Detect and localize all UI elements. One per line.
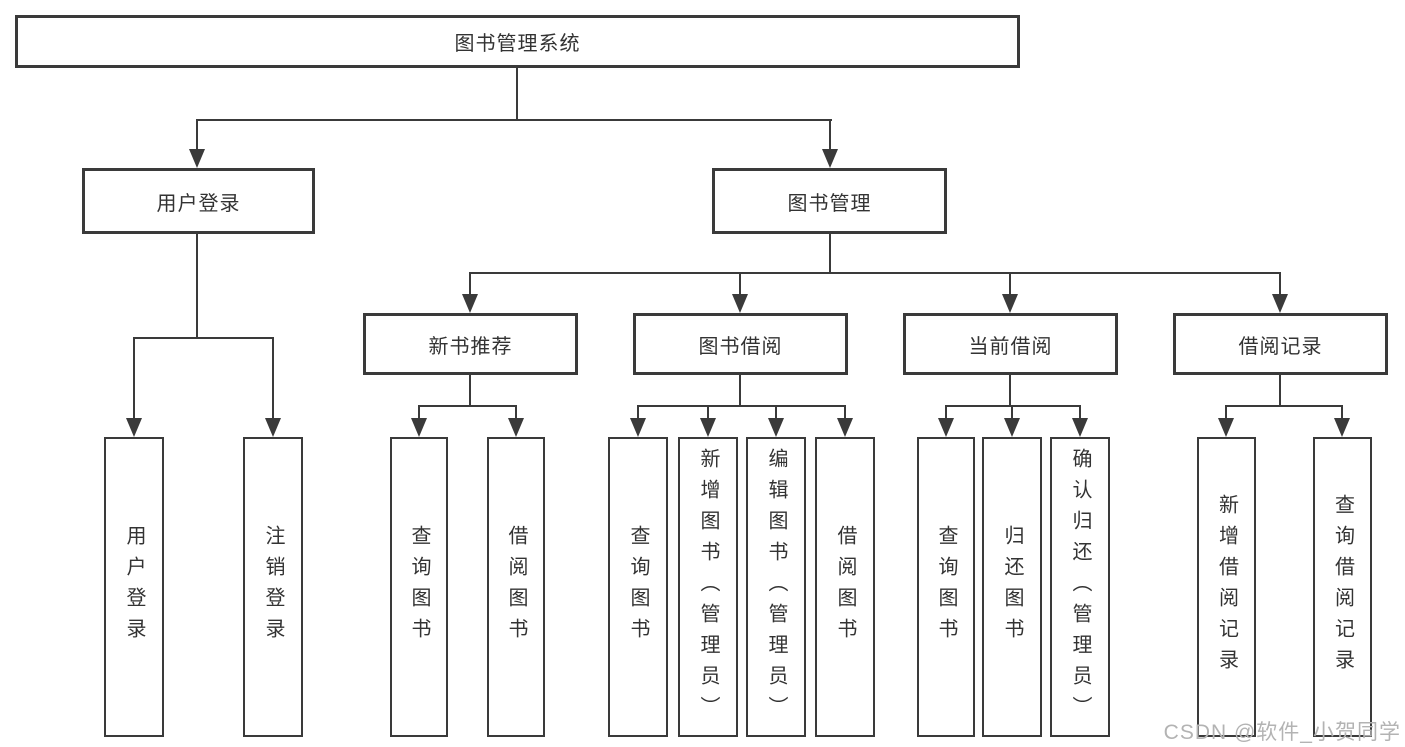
- connector-line: [775, 405, 777, 421]
- connector-arrow: [1072, 418, 1088, 437]
- connector-line: [1009, 375, 1011, 406]
- leaf-label: 注销登录: [262, 525, 284, 649]
- connector-line: [515, 405, 517, 421]
- connector-line: [1279, 375, 1281, 406]
- leaf-query-books-borrowing: 查询图书: [608, 437, 668, 737]
- connector-arrow: [508, 418, 524, 437]
- connector-arrow: [189, 149, 205, 168]
- leaf-label: 编辑图书（管理员）: [765, 447, 787, 727]
- leaf-user-login: 用户登录: [104, 437, 164, 737]
- connector-line: [418, 405, 420, 421]
- connector-line: [469, 272, 471, 297]
- connector-line: [1079, 405, 1081, 421]
- leaf-query-books-current: 查询图书: [917, 437, 975, 737]
- connector-line: [829, 234, 831, 274]
- leaf-label: 确认归还（管理员）: [1069, 447, 1091, 727]
- leaf-label: 归还图书: [1001, 525, 1023, 649]
- connector-line: [272, 337, 274, 421]
- connector-line: [945, 405, 947, 421]
- node-book-borrowing: 图书借阅: [633, 313, 848, 375]
- leaf-query-borrow-record: 查询借阅记录: [1313, 437, 1372, 737]
- connector-line: [945, 405, 1081, 407]
- connector-line: [196, 119, 832, 121]
- connector-line: [418, 405, 517, 407]
- connector-arrow: [462, 294, 478, 313]
- connector-line: [739, 375, 741, 406]
- leaf-borrow-books-recommend: 借阅图书: [487, 437, 545, 737]
- leaf-label: 借阅图书: [834, 525, 856, 649]
- leaf-label: 新增借阅记录: [1215, 494, 1238, 680]
- connector-arrow: [1002, 294, 1018, 313]
- leaf-label: 查询图书: [627, 525, 649, 649]
- connector-line: [637, 405, 846, 407]
- connector-line: [707, 405, 709, 421]
- connector-arrow: [837, 418, 853, 437]
- connector-line: [1279, 272, 1281, 297]
- connector-line: [133, 337, 274, 339]
- connector-arrow: [126, 418, 142, 437]
- leaf-confirm-return-admin: 确认归还（管理员）: [1050, 437, 1110, 737]
- connector-arrow: [768, 418, 784, 437]
- leaf-label: 借阅图书: [505, 525, 527, 649]
- leaf-label: 查询图书: [935, 525, 957, 649]
- connector-line: [516, 68, 518, 121]
- node-book-management: 图书管理: [712, 168, 947, 234]
- leaf-label: 新增图书（管理员）: [697, 447, 719, 727]
- connector-arrow: [700, 418, 716, 437]
- node-new-book-recommend: 新书推荐: [363, 313, 578, 375]
- leaf-label: 查询借阅记录: [1331, 494, 1354, 680]
- node-current-borrowing: 当前借阅: [903, 313, 1118, 375]
- connector-line: [1011, 405, 1013, 421]
- leaf-label: 查询图书: [408, 525, 430, 649]
- leaf-borrow-books-borrowing: 借阅图书: [815, 437, 875, 737]
- leaf-add-books-admin: 新增图书（管理员）: [678, 437, 738, 737]
- connector-line: [637, 405, 639, 421]
- leaf-edit-books-admin: 编辑图书（管理员）: [746, 437, 806, 737]
- connector-line: [469, 272, 1281, 274]
- connector-arrow: [732, 294, 748, 313]
- leaf-label: 用户登录: [123, 525, 145, 649]
- connector-arrow: [938, 418, 954, 437]
- connector-line: [844, 405, 846, 421]
- leaf-query-books-recommend: 查询图书: [390, 437, 448, 737]
- watermark: CSDN @软件_小贺同学: [1163, 721, 1401, 744]
- connector-line: [1341, 405, 1343, 421]
- connector-line: [133, 337, 135, 421]
- connector-arrow: [1272, 294, 1288, 313]
- connector-line: [829, 119, 831, 152]
- node-user-login-branch: 用户登录: [82, 168, 315, 234]
- connector-line: [1225, 405, 1343, 407]
- connector-line: [196, 234, 198, 338]
- connector-arrow: [265, 418, 281, 437]
- leaf-return-books: 归还图书: [982, 437, 1042, 737]
- node-borrow-records: 借阅记录: [1173, 313, 1388, 375]
- connector-line: [1225, 405, 1227, 421]
- connector-arrow: [1004, 418, 1020, 437]
- leaf-add-borrow-record: 新增借阅记录: [1197, 437, 1256, 737]
- connector-arrow: [630, 418, 646, 437]
- connector-arrow: [411, 418, 427, 437]
- node-root: 图书管理系统: [15, 15, 1020, 68]
- connector-line: [1009, 272, 1011, 297]
- connector-line: [739, 272, 741, 297]
- connector-arrow: [822, 149, 838, 168]
- connector-arrow: [1334, 418, 1350, 437]
- connector-arrow: [1218, 418, 1234, 437]
- connector-line: [196, 119, 198, 152]
- connector-line: [469, 375, 471, 406]
- leaf-logout: 注销登录: [243, 437, 303, 737]
